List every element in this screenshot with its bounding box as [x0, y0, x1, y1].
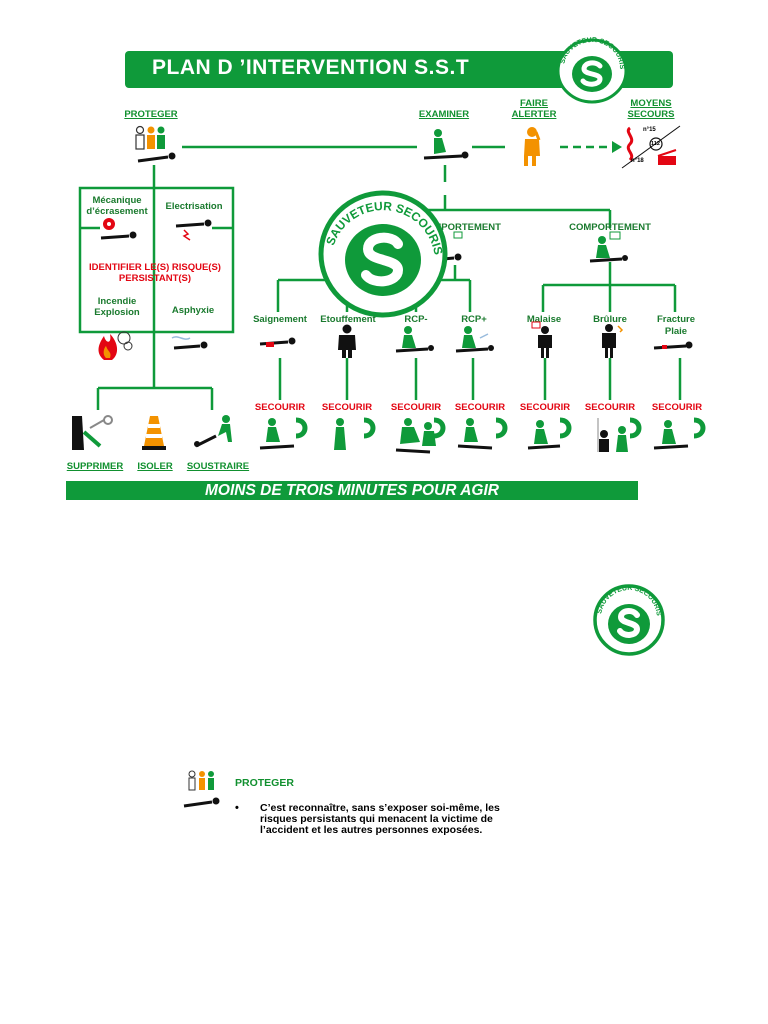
- risk-ecrasement-label: d’écrasement: [86, 206, 148, 217]
- burn-icon: [602, 324, 624, 358]
- comportement-right-label: COMPORTEMENT: [569, 222, 651, 233]
- step-secours-label: SECOURS: [627, 109, 675, 120]
- case-etouffement-label: Etouffement: [320, 314, 376, 325]
- risk-incendie-label: Incendie: [97, 296, 137, 307]
- cpr-plus-icon: [455, 326, 494, 353]
- action-isoler-label: ISOLER: [137, 461, 173, 472]
- detail-line-3: l’accident et les autres personnes expos…: [260, 824, 483, 836]
- risk-electrisation-label: Electrisation: [165, 201, 223, 212]
- secourir-label-3: SECOURIR: [390, 402, 442, 413]
- n15-label: n°15: [643, 127, 656, 133]
- sst-logo-icon: SAUVETEUR SECOURISTE: [554, 33, 628, 104]
- bleeding-icon: [259, 337, 296, 347]
- sst-logo-large-icon: SAUVETEUR SECOURISTE: [314, 179, 448, 318]
- step-examiner-label: EXAMINER: [418, 109, 470, 120]
- comportement-left-label: COMPORTEMENT: [419, 222, 501, 233]
- n112-label: 112: [651, 141, 660, 147]
- rescue-drag-icon: [194, 415, 232, 448]
- step-moyens-label: MOYENS: [630, 98, 672, 109]
- case-fracture-label: Fracture: [656, 314, 695, 325]
- identify-risk-line2: PERSISTANT(S): [118, 273, 192, 284]
- risk-explosion-label: Explosion: [94, 307, 140, 318]
- n18-label: n°18: [631, 158, 644, 164]
- detail-title: PROTEGER: [235, 777, 294, 789]
- fire-explosion-icon: [98, 331, 133, 360]
- step-proteger-label: PROTEGER: [124, 109, 178, 120]
- identify-risk-line1: IDENTIFIER LE(S) RISQUE(S): [89, 262, 221, 273]
- phone-alert-person-icon: [524, 127, 541, 166]
- detail-bullet: •: [235, 802, 239, 814]
- malaise-icon: [531, 321, 552, 358]
- electrical-risk-icon: [175, 219, 212, 241]
- secourir-icons-row: [259, 417, 706, 454]
- case-saignement-label: Saignement: [253, 314, 307, 325]
- bottom-banner-text: MOINS DE TROIS MINUTES POUR AGIR: [205, 482, 499, 499]
- case-rcp-minus-label: RCP-: [404, 314, 428, 325]
- secourir-label-7: SECOURIR: [651, 402, 703, 413]
- cpr-minus-icon: [395, 326, 434, 353]
- examine-victim-icon: [423, 129, 469, 160]
- action-supprimer-label: SUPPRIMER: [66, 461, 124, 472]
- secourir-label-1: SECOURIR: [254, 402, 306, 413]
- bottom-banner: [66, 481, 638, 500]
- comportement-right-icon: [589, 231, 628, 263]
- secourir-label-2: SECOURIR: [321, 402, 373, 413]
- fracture-icon: [653, 341, 693, 350]
- risk-asphyxie-label: Asphyxie: [171, 305, 215, 316]
- sst-logo-small-icon: SAUVETEUR SECOURISTE: [591, 579, 665, 656]
- case-malaise-label: Malaise: [526, 314, 562, 325]
- asphyxia-risk-icon: [171, 336, 208, 350]
- case-rcp-plus-label: RCP+: [461, 314, 487, 325]
- detail-line-1: C’est reconnaître, sans s’exposer soi-mê…: [260, 802, 500, 814]
- crush-risk-icon: [100, 218, 137, 240]
- secourir-label-4: SECOURIR: [454, 402, 506, 413]
- remove-hazard-icon: [72, 415, 113, 450]
- case-plaie-label: Plaie: [664, 326, 688, 337]
- traffic-cone-icon: [142, 416, 166, 450]
- page-title: PLAN D ’INTERVENTION S.S.T: [152, 56, 470, 79]
- action-soustraire-label: SOUSTRAIRE: [186, 461, 250, 472]
- secourir-label-6: SECOURIR: [584, 402, 636, 413]
- protect-detail-icon: [183, 770, 220, 808]
- case-brulure-label: Brûlure: [593, 314, 627, 325]
- emergency-services-icon: [621, 125, 681, 169]
- detail-line-2: risques persistants qui menacent la vict…: [260, 813, 493, 825]
- secourir-label-5: SECOURIR: [519, 402, 571, 413]
- detail-text: C’est reconnaître, sans s’exposer soi-mê…: [260, 803, 560, 836]
- choking-icon: [338, 324, 356, 358]
- step-alerter-label: ALERTER: [511, 109, 557, 120]
- protect-people-icon: [135, 125, 176, 163]
- step-faire-label: FAIRE: [520, 98, 548, 109]
- risk-mecanique-label: Mécanique: [92, 195, 142, 206]
